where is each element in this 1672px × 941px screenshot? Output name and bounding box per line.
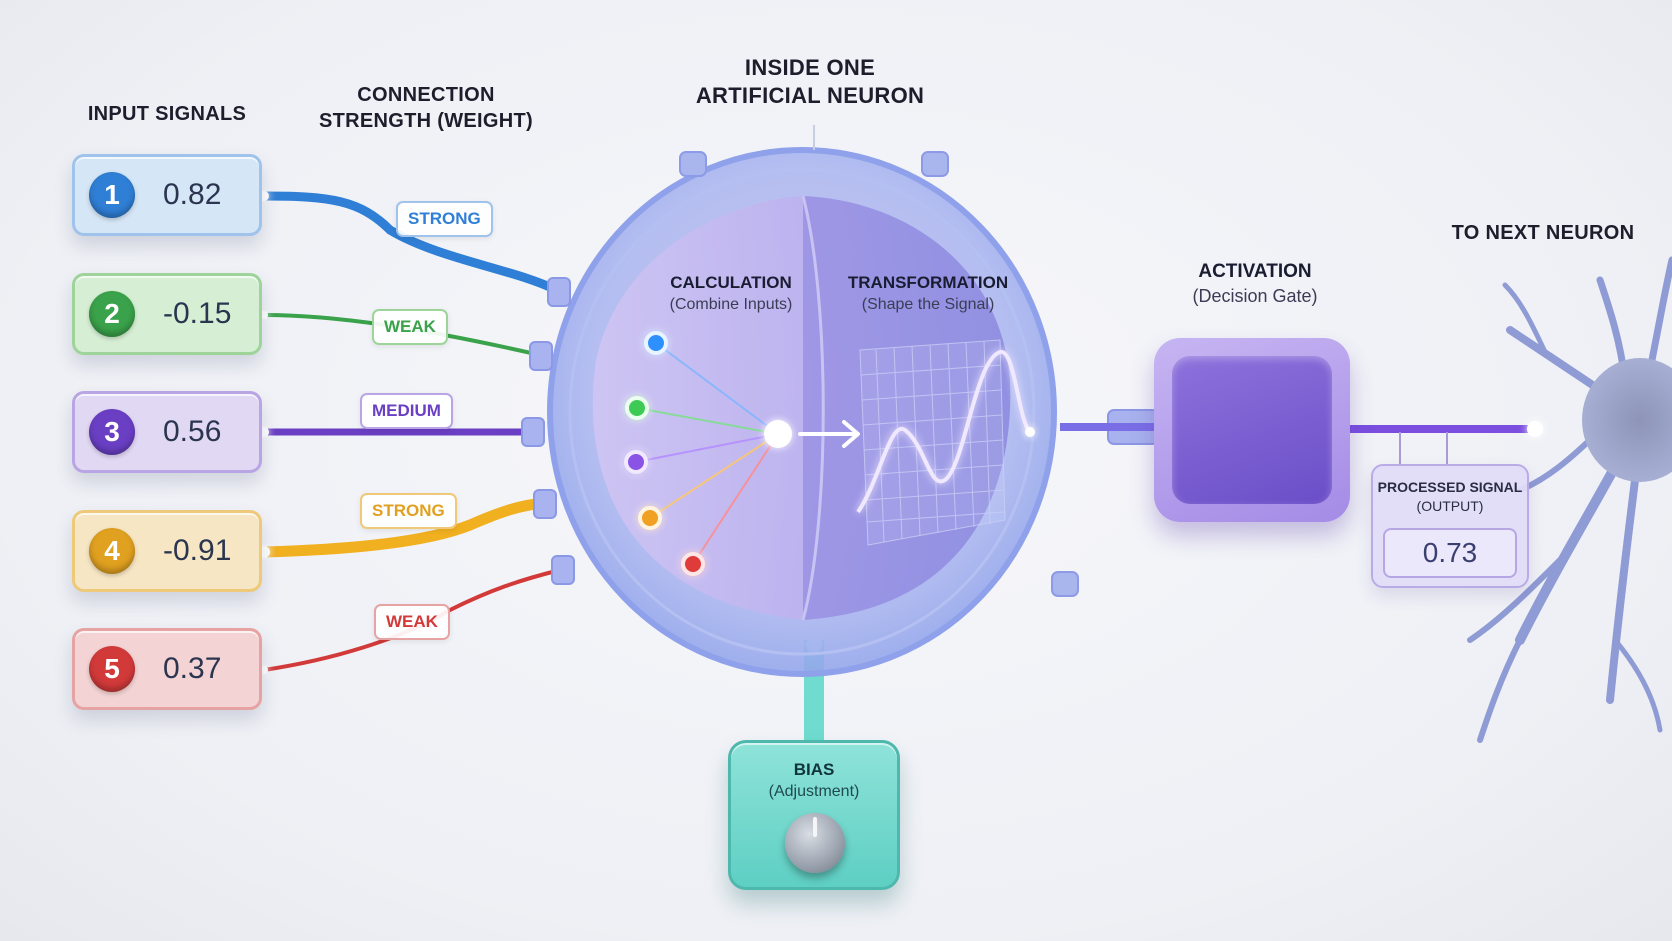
input-value: 0.37: [163, 652, 222, 685]
next-neuron-soma: [1582, 358, 1672, 482]
weight-tag-4: STRONG: [360, 493, 457, 529]
input-value: 0.82: [163, 178, 222, 211]
transformation-subtitle: (Shape the Signal): [861, 296, 995, 313]
weight-tag-5: WEAK: [374, 604, 450, 640]
output-title-line2: (OUTPUT): [1416, 498, 1484, 514]
input-value: -0.15: [163, 297, 232, 330]
input-value: 0.56: [163, 415, 222, 448]
calculation-input-dots: [624, 331, 705, 576]
bias-label: BIAS (Adjustment): [731, 759, 897, 803]
input-signal-4: 4 -0.91: [72, 510, 262, 592]
activation-gate: [1154, 338, 1350, 522]
calculation-combine-rays: [635, 342, 779, 565]
calculation-title: CALCULATION: [670, 273, 792, 292]
header-input-signals: INPUT SIGNALS: [87, 103, 247, 125]
weight-tag-1: STRONG: [396, 201, 493, 237]
activation-label: ACTIVATION (Decision Gate): [1170, 259, 1340, 309]
input-number-badge: 5: [89, 646, 135, 692]
header-inside-neuron: INSIDE ONE ARTIFICIAL NEURON: [680, 54, 940, 110]
input-signal-2: 2 -0.15: [72, 273, 262, 355]
input-signal-3: 3 0.56: [72, 391, 262, 473]
input-value: -0.91: [163, 534, 232, 567]
header-connection-line1: CONNECTION: [357, 84, 495, 106]
output-title-line1: PROCESSED SIGNAL: [1377, 479, 1523, 495]
input-number-badge: 1: [89, 172, 135, 218]
activation-subtitle: (Decision Gate): [1192, 286, 1318, 306]
activation-title: ACTIVATION: [1198, 261, 1312, 282]
transformation-out-dot: [1025, 427, 1035, 437]
output-value: 0.73: [1383, 528, 1517, 578]
bias-knob-icon[interactable]: [785, 813, 845, 873]
output-connection: [1346, 421, 1543, 464]
input-port-nubs: [521, 277, 575, 585]
header-connection-line2: STRENGTH (WEIGHT): [319, 110, 533, 132]
bias-adjustment-box: BIAS (Adjustment): [728, 740, 900, 890]
transform-arrow-icon: [798, 420, 860, 448]
bias-subtitle: (Adjustment): [768, 783, 860, 800]
weight-tag-2: WEAK: [372, 309, 448, 345]
input-number-badge: 3: [89, 409, 135, 455]
bias-title: BIAS: [793, 760, 835, 779]
header-connection-strength: CONNECTION STRENGTH (WEIGHT): [316, 82, 536, 134]
input-number-badge: 2: [89, 291, 135, 337]
transformation-label: TRANSFORMATION (Shape the Signal): [838, 272, 1018, 316]
input-signal-5: 5 0.37: [72, 628, 262, 710]
weight-tag-3: MEDIUM: [360, 393, 453, 429]
input-number-badge: 4: [89, 528, 135, 574]
output-title: PROCESSED SIGNAL (OUTPUT): [1373, 478, 1527, 516]
input-wires: [258, 191, 565, 672]
calculation-subtitle: (Combine Inputs): [669, 296, 793, 313]
sum-node: [764, 420, 792, 448]
header-inside-line2: ARTIFICIAL NEURON: [695, 83, 925, 108]
header-to-next-neuron: TO NEXT NEURON: [1451, 222, 1635, 244]
neuron-activation-connector: [1060, 409, 1159, 445]
input-signal-1: 1 0.82: [72, 154, 262, 236]
calculation-label: CALCULATION (Combine Inputs): [656, 272, 806, 316]
header-inside-line1: INSIDE ONE: [744, 55, 876, 80]
processed-signal-output: PROCESSED SIGNAL (OUTPUT) 0.73: [1371, 464, 1529, 588]
activation-gate-screen: [1172, 356, 1332, 504]
transformation-title: TRANSFORMATION: [847, 273, 1009, 292]
transformation-wave: [856, 350, 1032, 514]
